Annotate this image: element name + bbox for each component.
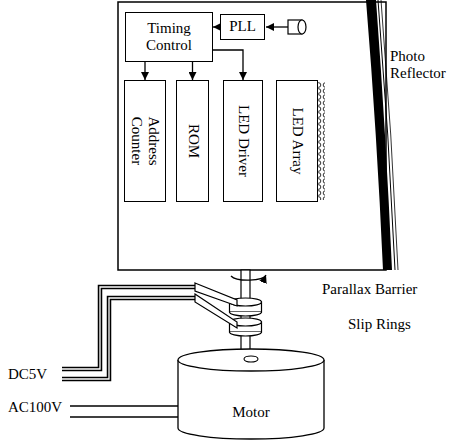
- signal-label: AC100V: [8, 399, 62, 416]
- shaft-base: [244, 356, 258, 362]
- block-label: PLL: [229, 18, 256, 35]
- ac-wire: [70, 416, 178, 417]
- power-wire: [62, 298, 196, 379]
- block-label: LED Driver: [234, 86, 251, 196]
- signal-label: DC5V: [8, 366, 47, 383]
- power-wire-core: [62, 298, 196, 379]
- part-label: Parallax Barrier: [322, 281, 417, 298]
- led-column: [318, 82, 325, 200]
- cylinder-body: [178, 360, 324, 439]
- part-label: Photo Reflector: [390, 48, 456, 83]
- counter-block: Address Counter: [124, 80, 166, 202]
- signal-arrow: [144, 62, 145, 80]
- cylinder-outline: [177, 348, 325, 440]
- barrier-edge: [378, 0, 395, 270]
- photo-reflector-lens: [298, 20, 306, 34]
- pll-block: PLL: [220, 14, 265, 40]
- brush: [195, 294, 237, 328]
- cylinder-top: [178, 349, 324, 371]
- block-label: Motor: [177, 404, 325, 421]
- signal-arrow: [192, 62, 193, 80]
- slip-ring-bottom: [230, 332, 262, 336]
- ac-wire: [70, 405, 178, 406]
- circuit-board: [118, 2, 386, 270]
- driver-block: LED Driver: [223, 80, 263, 202]
- control-block: Timing Control: [125, 12, 213, 62]
- rotation-arrow: [231, 275, 266, 280]
- signal-arrow: [213, 50, 243, 80]
- block-label: ROM: [184, 86, 201, 196]
- slip-ring-bottom: [230, 312, 262, 316]
- block-label: LED Array: [288, 86, 305, 196]
- signal-arrow: [213, 26, 220, 27]
- part-label: Slip Rings: [348, 316, 411, 333]
- motor-cylinder: Motor: [177, 348, 325, 440]
- led-array-block: LED Array: [276, 80, 318, 202]
- sensor-arrow: [266, 26, 288, 27]
- barrier-edge: [381, 0, 398, 270]
- block-label: Timing Control: [126, 20, 212, 55]
- block-label: Address Counter: [128, 105, 163, 177]
- memory-block: ROM: [176, 80, 209, 202]
